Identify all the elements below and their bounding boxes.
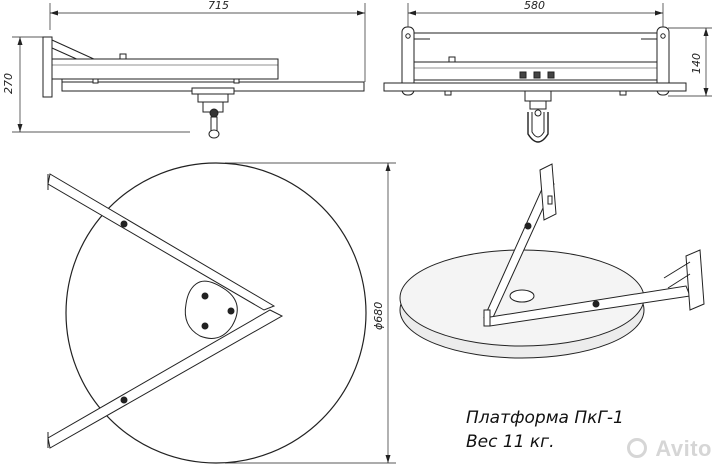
side-view: 580 140 (383, 0, 712, 143)
dim-height-right: 140 (690, 53, 703, 74)
dim-side-width: 580 (524, 0, 545, 12)
avito-logo-icon (626, 438, 647, 458)
front-view: 715 270 (2, 0, 366, 139)
plan-view: ϕ680 (47, 162, 396, 464)
avito-watermark: Avito (626, 436, 712, 462)
watermark-text: Avito (655, 436, 712, 461)
isometric-view (399, 163, 705, 359)
dim-height-left: 270 (2, 73, 15, 94)
caption-title: Платформа ПкГ-1 (466, 408, 624, 428)
caption-weight: Вес 11 кг. (466, 432, 555, 452)
dim-top-width: 715 (208, 0, 229, 12)
dim-diameter: ϕ680 (372, 302, 385, 330)
